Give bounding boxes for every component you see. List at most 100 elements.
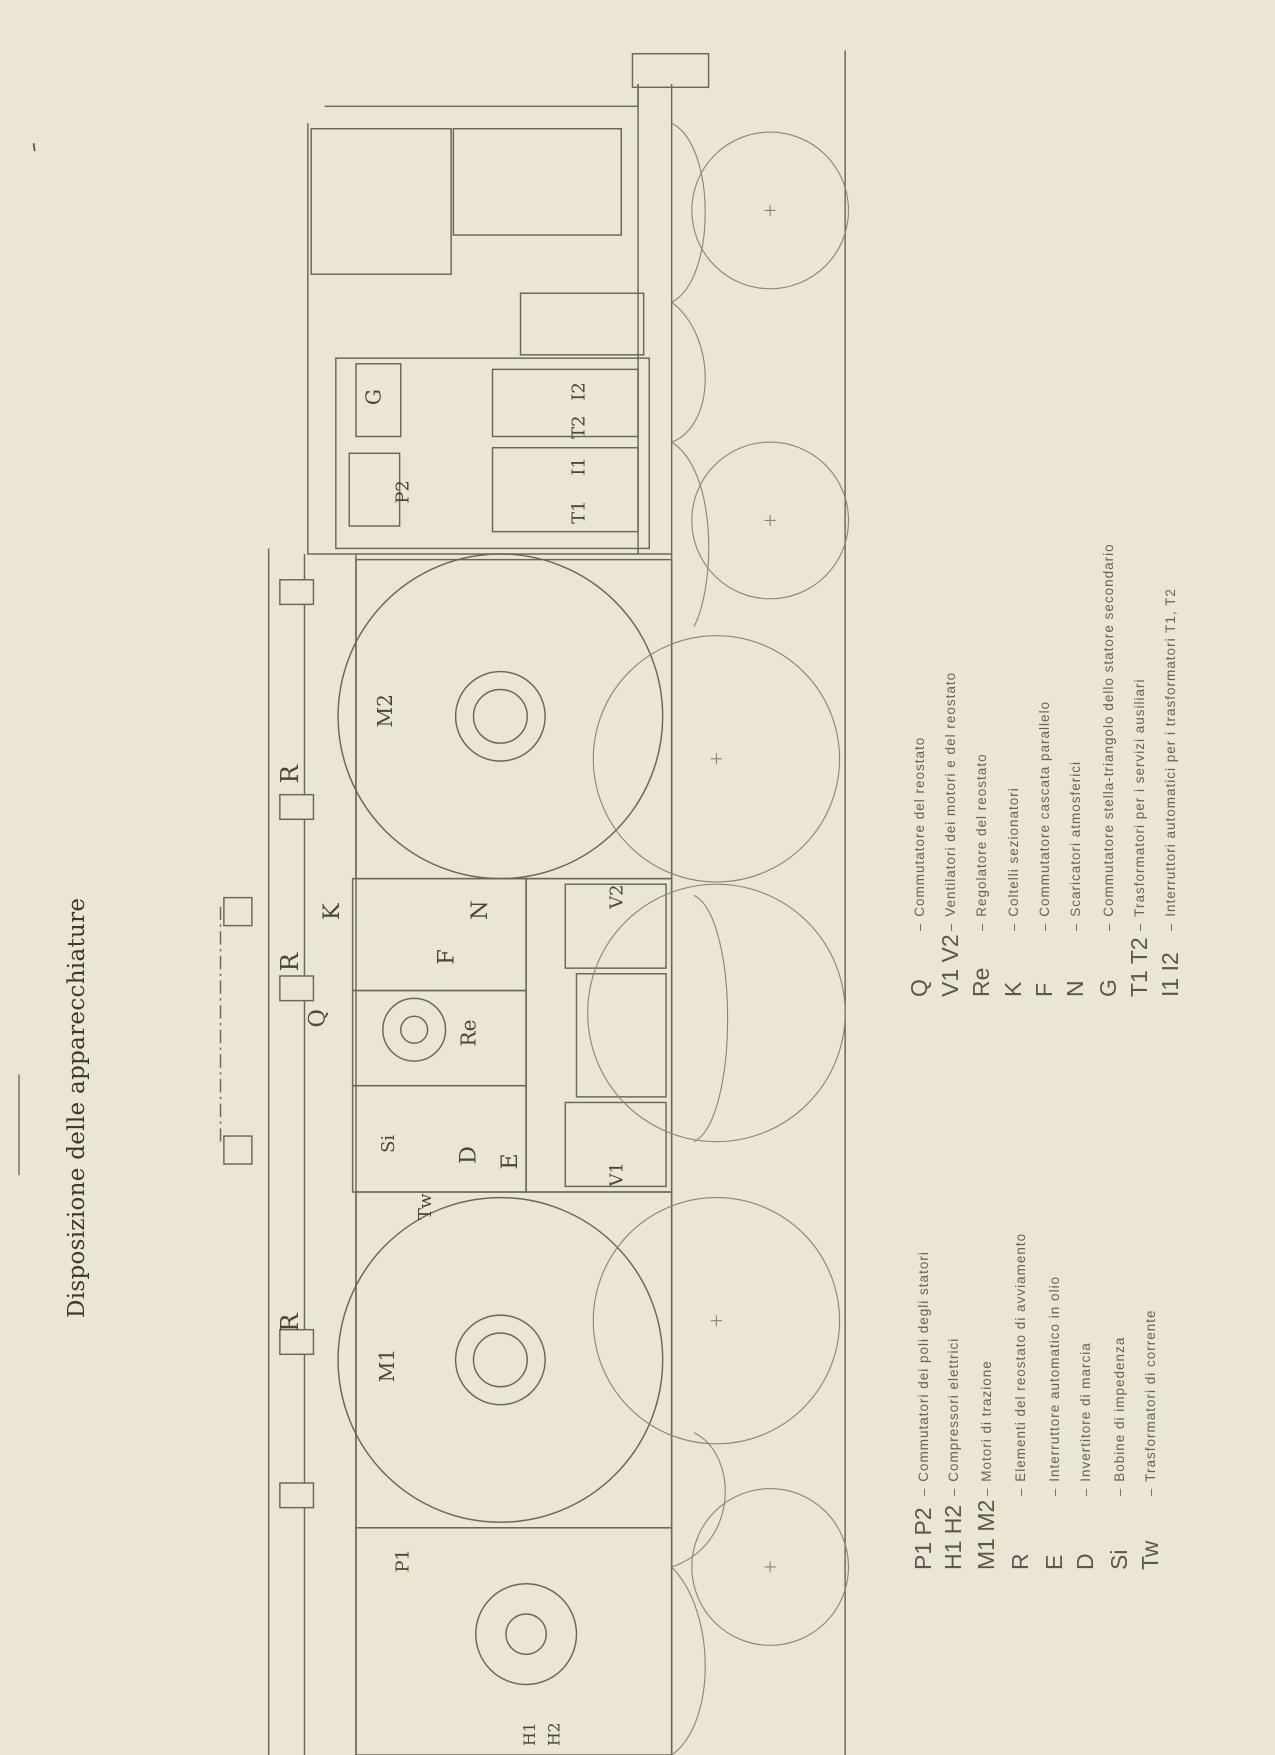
legend-dash: – — [1068, 923, 1083, 931]
legend-symbol: Tw — [1137, 1540, 1163, 1570]
legend-symbol: Q — [906, 979, 932, 997]
drive-wheel — [592, 635, 841, 883]
legend-description: Regolatore del reostato — [974, 753, 989, 917]
legend-symbol: T1 T2 — [1126, 937, 1152, 997]
legend-item: H1 H2 – Compressori elettrici — [940, 1338, 967, 1570]
legend-description: Elementi del reostato di avviamento — [1013, 1232, 1028, 1482]
legend-item: Re – Regolatore del reostato — [968, 753, 995, 997]
label-T2: T2 — [568, 415, 589, 438]
label-I2: I2 — [568, 382, 589, 400]
legend-symbol: V1 V2 — [937, 934, 963, 997]
legend-dash: – — [1047, 1488, 1062, 1496]
legend-dash: – — [1037, 923, 1052, 931]
legend-symbol: E — [1041, 1554, 1067, 1570]
legend-item: V1 V2–Ventilatori dei motori e del reost… — [937, 672, 964, 997]
legend-dash: – — [916, 1488, 931, 1496]
label-R: R — [275, 1312, 304, 1332]
label-H2: H2 — [545, 1722, 564, 1746]
motor-m2 — [337, 553, 664, 880]
cab-outline — [307, 83, 672, 555]
legend-symbol: K — [1000, 981, 1026, 997]
label-F: F — [433, 949, 459, 965]
legend-symbol: D — [1072, 1553, 1098, 1570]
legend-item: I1 I2 – Interruttori automatici per i tras… — [1157, 588, 1184, 997]
carrying-wheel — [691, 131, 850, 290]
label-M2: M2 — [373, 694, 397, 727]
legend-description: Interruttore automatico in olio — [1047, 1275, 1062, 1482]
label-K: K — [319, 902, 345, 920]
legend-dash: – — [912, 923, 927, 931]
cab-box — [452, 127, 622, 236]
page-title: Disposizione delle apparecchiature — [64, 897, 90, 1318]
drive-wheel — [587, 883, 846, 1143]
legend-description: Commutatore del reostato — [912, 736, 927, 917]
label-V2: V2 — [606, 885, 627, 910]
legend-dash: – — [1143, 1488, 1158, 1496]
legend-item: D – Invertitore di marcia — [1072, 1342, 1099, 1570]
label-M1: M1 — [375, 1349, 399, 1382]
label-D: D — [456, 1146, 482, 1164]
legend-item: P1 P2 – Commutatori dei poli degli statori — [910, 1251, 937, 1570]
legend-dash: – — [974, 923, 989, 931]
legend-symbol: H1 H2 — [940, 1504, 966, 1570]
legend-description: Trasformatori per i servizi ausiliari — [1132, 678, 1147, 917]
legend-description: Compressori elettrici — [946, 1337, 961, 1482]
legend-description: Commutatori dei poli degli statori — [916, 1251, 931, 1482]
legend-dash: – — [946, 1488, 961, 1496]
legend-symbol: M1 M2 — [973, 1499, 999, 1570]
legend-description: Commutatore stella-triangolo dello stato… — [1101, 543, 1116, 917]
legend-dash: – — [1006, 923, 1021, 931]
legend-item: R – Elementi del reostato di avviamento — [1007, 1233, 1034, 1570]
label-G: G — [362, 389, 386, 405]
legend-item: F – Commutatore cascata parallelo — [1031, 701, 1058, 997]
legend-dash: – — [1101, 923, 1116, 931]
label-Si: Si — [378, 1135, 399, 1153]
label-P2: P2 — [393, 480, 414, 503]
label-R: R — [275, 952, 304, 972]
motor-m1 — [337, 1196, 664, 1523]
legend-description: Motori di trazione — [979, 1360, 994, 1482]
label-T1: T1 — [568, 500, 589, 523]
legend-description: Interruttori automatici per i trasformat… — [1163, 588, 1178, 917]
label-I1: I1 — [568, 457, 589, 475]
scan-mark — [32, 143, 36, 152]
motor-housing-m1 — [355, 1191, 673, 1529]
legend-description: Commutatore cascata parallelo — [1037, 700, 1052, 917]
legend-description: Scaricatori atmosferici — [1068, 760, 1083, 917]
motor-housing-m2 — [355, 558, 673, 880]
legend-item: N – Scaricatori atmosferici — [1062, 761, 1089, 997]
legend-item: Si–Bobine di impedenza — [1106, 1337, 1133, 1570]
legend-symbol: Si — [1106, 1549, 1132, 1570]
legend-symbol: R — [1007, 1553, 1033, 1570]
legend-dash: – — [1013, 1488, 1028, 1496]
legend-description: Ventilatori dei motori e del reostato — [943, 671, 958, 917]
legend-item: M1 M2 – Motori di trazione — [973, 1360, 1000, 1570]
legend-dash: – — [1163, 923, 1178, 931]
legend-item: E – Interruttore automatico in olio — [1041, 1276, 1068, 1570]
legend-dash: – — [979, 1488, 994, 1496]
legend-description: Coltelli sezionatori — [1006, 787, 1021, 917]
legend-symbol: Re — [968, 967, 994, 997]
label-H1: H1 — [520, 1722, 539, 1746]
legend-dash: – — [1132, 923, 1147, 931]
legend-symbol: F — [1031, 982, 1057, 997]
legend-item: K – Coltelli sezionatori — [1000, 787, 1027, 997]
label-Re: Re — [457, 1019, 481, 1046]
legend-symbol: N — [1062, 980, 1088, 997]
label-V1: V1 — [606, 1162, 627, 1187]
label-Q: Q — [305, 1009, 331, 1027]
legend-dash: – — [1078, 1488, 1093, 1496]
legend-item: Tw–Trasformatori di corrente — [1137, 1309, 1164, 1570]
carrying-wheel — [691, 441, 850, 600]
drive-wheel — [592, 1197, 841, 1445]
legend-item: T1 T2 – Trasformatori per i servizi ausili… — [1126, 678, 1153, 997]
legend-item: G – Commutatore stella-triangolo dello sta… — [1095, 543, 1122, 997]
legend-dash: – — [1112, 1488, 1127, 1496]
legend-symbol: I1 I2 — [1157, 952, 1183, 997]
label-P1: P1 — [393, 1549, 414, 1572]
legend-item: Q – Commutatore del reostato — [906, 737, 933, 997]
legend-description: Invertitore di marcia — [1078, 1342, 1093, 1482]
label-Tw: Tw — [415, 1193, 436, 1220]
legend-symbol: P1 P2 — [910, 1507, 936, 1570]
legend-symbol: G — [1095, 979, 1121, 997]
